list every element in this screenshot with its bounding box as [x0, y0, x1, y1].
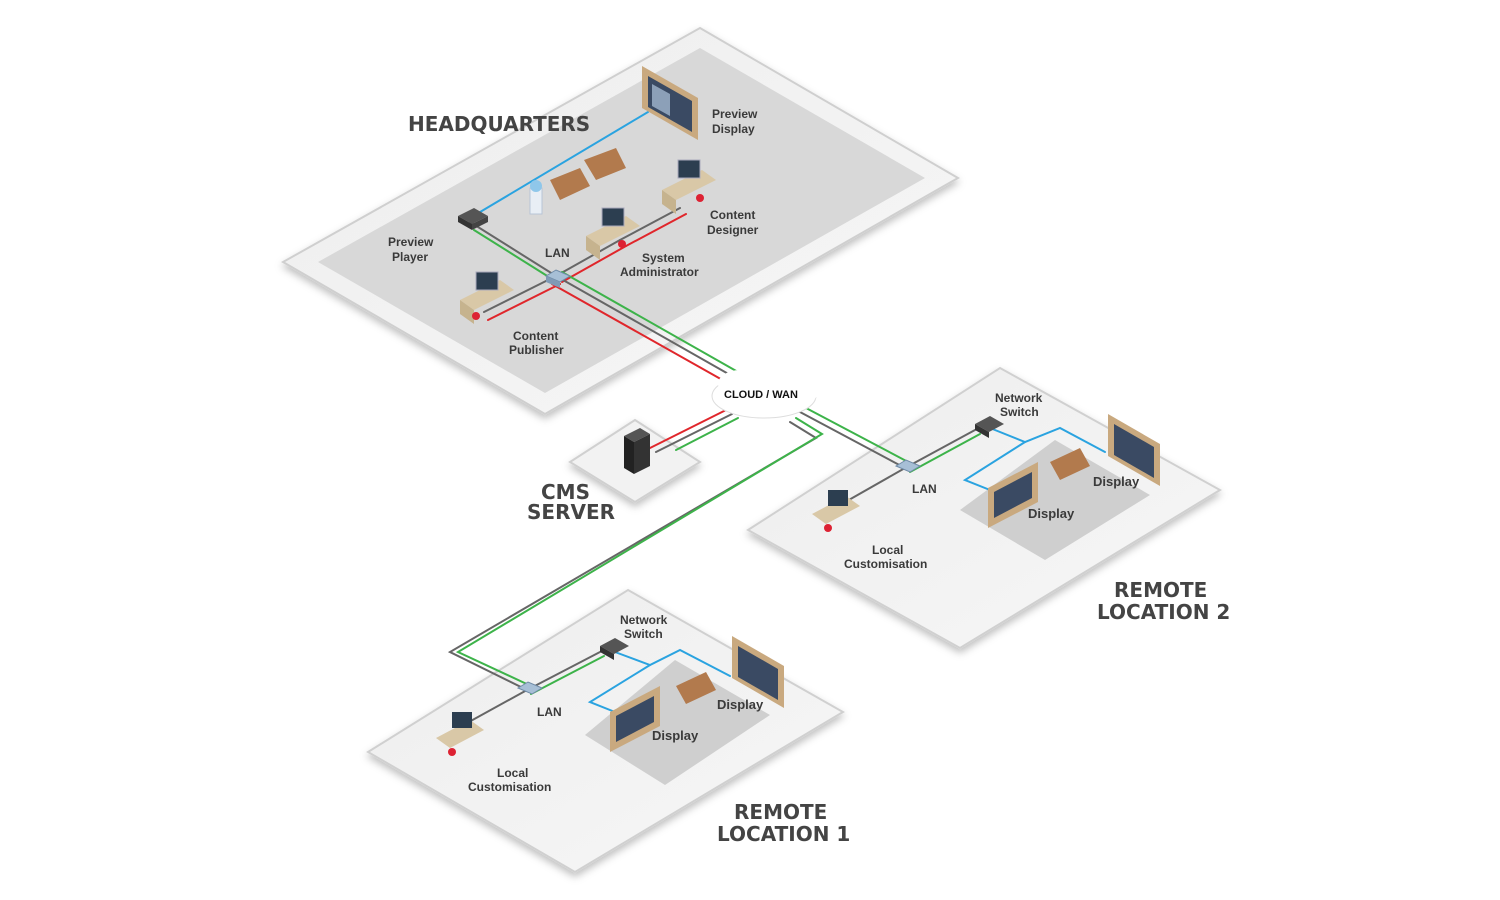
remote2-lan-label: LAN: [912, 482, 937, 496]
remote2-switch-label-2: Switch: [1000, 405, 1039, 419]
remote1-display-wall: [732, 636, 784, 708]
water-cooler-icon: [529, 180, 543, 215]
sofa-icon: [550, 148, 626, 200]
preview-display-label-1: Preview: [712, 107, 758, 121]
remote2-network-switch: [975, 416, 1004, 438]
content-publisher-workstation: [460, 271, 514, 324]
remote2-switch-label-1: Network: [995, 391, 1043, 405]
remote2-title-1: REMOTE: [1114, 578, 1207, 602]
remote1-title-1: REMOTE: [734, 800, 827, 824]
content-publisher-label-2: Publisher: [509, 343, 564, 357]
remote1-local-label-1: Local: [497, 766, 528, 780]
remote2-title-2: LOCATION 2: [1097, 600, 1230, 624]
system-admin-label-1: System: [642, 251, 685, 265]
remote1-display-large: [610, 686, 660, 752]
hq-lan-label: LAN: [545, 246, 570, 260]
preview-display-screen: [642, 66, 698, 140]
remote1-switch-label-1: Network: [620, 613, 668, 627]
cms-server-rack: [624, 428, 650, 474]
remote1-display-a-label: Display: [652, 728, 699, 743]
hq-lan-hub: [544, 269, 572, 288]
remote1-workstation: [436, 712, 484, 756]
content-designer-label-1: Content: [710, 208, 755, 222]
system-admin-label-2: Administrator: [620, 265, 699, 279]
cloud-wan-label: CLOUD / WAN: [724, 389, 798, 401]
cms-server-title-1: CMS: [541, 480, 590, 504]
content-publisher-label-1: Content: [513, 329, 558, 343]
cms-server-title-2: SERVER: [527, 500, 615, 524]
headquarters-title: HEADQUARTERS: [408, 112, 590, 136]
remote2-display-wall: [1108, 414, 1160, 486]
system-administrator-workstation: [586, 207, 640, 260]
cloud-wan: [711, 362, 818, 419]
content-designer-workstation: [662, 159, 716, 214]
remote1-network-switch: [600, 638, 629, 660]
preview-player-device: [458, 208, 488, 230]
remote2-display-b-label: Display: [1093, 474, 1140, 489]
remote1-lan-label: LAN: [537, 705, 562, 719]
remote2-sofa-icon: [1050, 448, 1090, 480]
preview-player-label-1: Preview: [388, 235, 434, 249]
remote1-lan-hub: [516, 681, 544, 695]
remote2-lan-hub: [894, 459, 922, 473]
remote2-workstation: [812, 490, 860, 532]
remote1-local-label-2: Customisation: [468, 780, 551, 794]
preview-display-label-2: Display: [712, 122, 755, 136]
remote2-local-label-1: Local: [872, 543, 903, 557]
remote2-display-large: [988, 462, 1038, 528]
remote2-local-label-2: Customisation: [844, 557, 927, 571]
remote1-title-2: LOCATION 1: [717, 822, 850, 846]
remote1-display-b-label: Display: [717, 697, 764, 712]
preview-player-label-2: Player: [392, 250, 428, 264]
remote1-switch-label-2: Switch: [624, 627, 663, 641]
remote2-display-a-label: Display: [1028, 506, 1075, 521]
content-designer-label-2: Designer: [707, 223, 759, 237]
remote1-sofa-icon: [676, 672, 716, 704]
